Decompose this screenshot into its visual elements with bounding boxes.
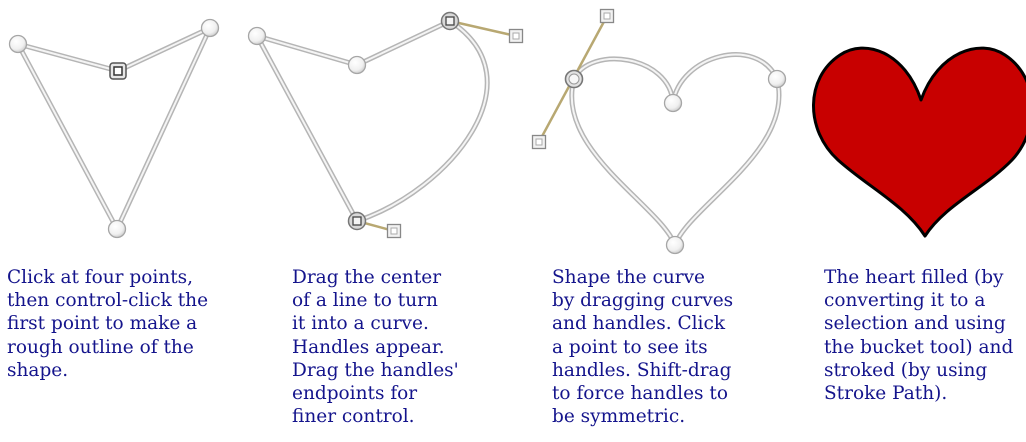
caption-line: stroked (by using	[824, 359, 1013, 382]
filled-heart	[813, 48, 1026, 236]
anchor-point[interactable]	[10, 36, 27, 53]
anchor-point[interactable]	[665, 95, 682, 112]
caption-step-1: Click at four points, then control-click…	[7, 266, 208, 382]
caption-line: Drag the handles'	[292, 359, 459, 382]
caption-line: Click at four points,	[7, 266, 208, 289]
panel-3-path	[572, 55, 779, 245]
caption-line: Handles appear.	[292, 336, 459, 359]
handle-endpoint[interactable]	[533, 136, 546, 149]
handle-endpoint[interactable]	[388, 225, 401, 238]
caption-line: selection and using	[824, 312, 1013, 335]
caption-line: shape.	[7, 359, 208, 382]
caption-step-3: Shape the curve by dragging curves and h…	[552, 266, 733, 428]
handle-endpoint[interactable]	[510, 30, 523, 43]
anchor-point[interactable]	[667, 237, 684, 254]
panel-3-figure	[533, 10, 786, 254]
anchor-point[interactable]	[202, 20, 219, 37]
caption-line: Drag the center	[292, 266, 459, 289]
selected-anchor-point[interactable]	[442, 13, 459, 30]
caption-line: endpoints for	[292, 382, 459, 405]
caption-line: then control-click the	[7, 289, 208, 312]
caption-step-4: The heart filled (by converting it to a …	[824, 266, 1013, 405]
selected-anchor-point[interactable]	[349, 213, 366, 230]
caption-line: converting it to a	[824, 289, 1013, 312]
selected-anchor-point[interactable]	[110, 63, 126, 79]
anchor-point[interactable]	[109, 221, 126, 238]
caption-line: finer control.	[292, 405, 459, 428]
caption-line: it into a curve.	[292, 312, 459, 335]
panel-1-figure	[10, 20, 219, 238]
caption-line: first point to make a	[7, 312, 208, 335]
caption-line: by dragging curves	[552, 289, 733, 312]
caption-step-2: Drag the center of a line to turn it int…	[292, 266, 459, 428]
caption-line: The heart filled (by	[824, 266, 1013, 289]
caption-line: to force handles to	[552, 382, 733, 405]
panel-2-figure	[249, 13, 523, 238]
caption-line: a point to see its	[552, 336, 733, 359]
anchor-point[interactable]	[769, 71, 786, 88]
handle-endpoint[interactable]	[601, 10, 614, 23]
caption-line: handles. Shift-drag	[552, 359, 733, 382]
selected-anchor-point[interactable]	[566, 71, 583, 88]
anchor-point[interactable]	[249, 28, 266, 45]
caption-line: of a line to turn	[292, 289, 459, 312]
caption-line: the bucket tool) and	[824, 336, 1013, 359]
panel-1-path	[18, 28, 210, 229]
caption-line: rough outline of the	[7, 336, 208, 359]
caption-line: Shape the curve	[552, 266, 733, 289]
caption-line: be symmetric.	[552, 405, 733, 428]
panel-2-path	[257, 21, 487, 221]
caption-line: Stroke Path).	[824, 382, 1013, 405]
anchor-point[interactable]	[349, 57, 366, 74]
caption-line: and handles. Click	[552, 312, 733, 335]
panel-4-figure	[813, 48, 1026, 236]
